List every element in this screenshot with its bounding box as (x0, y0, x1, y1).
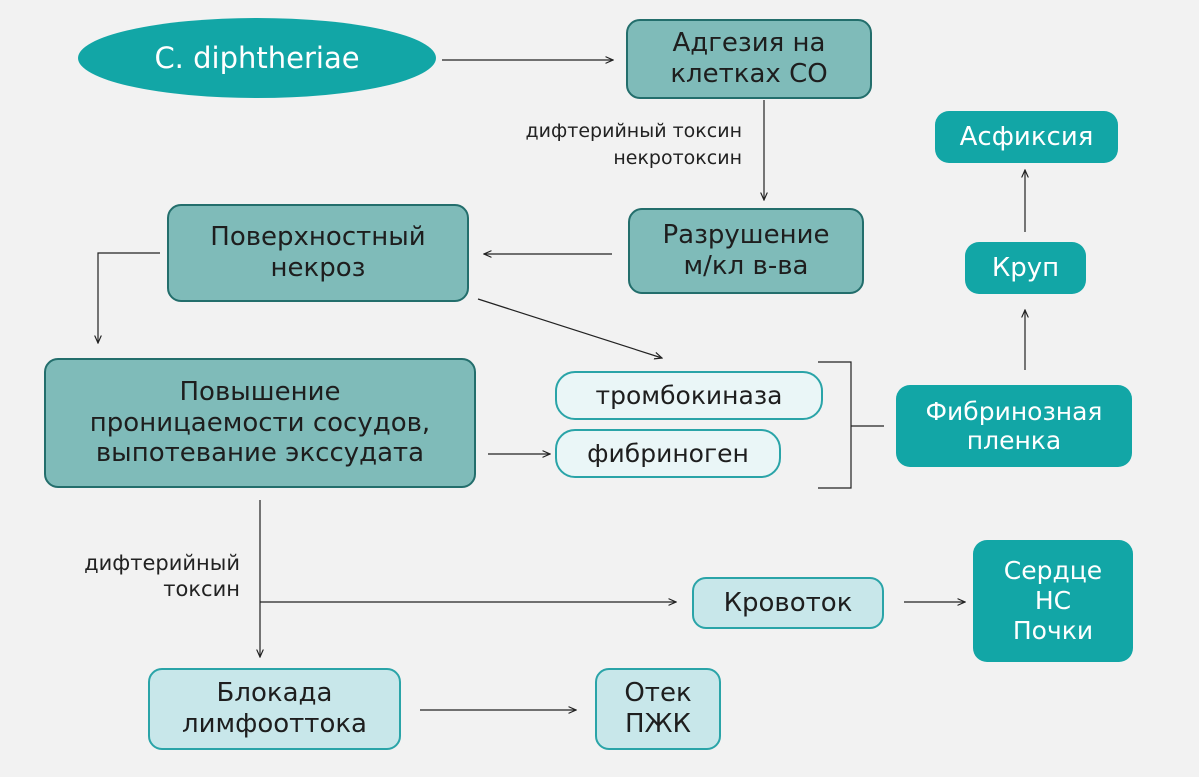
bracket-coagulation (818, 361, 852, 489)
node-necrosis: Поверхностный некроз (167, 204, 469, 302)
node-croup: Круп (965, 242, 1086, 294)
node-adhesion: Адгезия на клетках СО (626, 19, 872, 99)
node-c-diphtheriae: C. diphtheriae (78, 18, 436, 98)
node-organs: Сердце НС Почки (973, 540, 1133, 662)
node-destruction: Разрушение м/кл в-ва (628, 208, 864, 294)
node-permeability: Повышение проницаемости сосудов, выпотев… (44, 358, 476, 488)
arrow-necrosis-to-permeability (98, 252, 160, 343)
node-thrombokinase: тромбокиназа (555, 371, 823, 420)
label-toxins-top: дифтерийный токсин некротоксин (525, 120, 742, 169)
node-asphyxia: Асфиксия (935, 111, 1118, 163)
node-edema: Отек ПЖК (595, 668, 721, 750)
node-fibrinogen: фибриноген (555, 429, 781, 478)
label-toxin-bottom: дифтерийный токсин (84, 551, 240, 602)
node-bloodstream: Кровоток (692, 577, 884, 629)
arrow-necrosis-to-thrombokinase (477, 298, 662, 358)
node-lymph-block: Блокада лимфооттока (148, 668, 401, 750)
node-fibrin-film: Фибринозная пленка (896, 385, 1132, 467)
